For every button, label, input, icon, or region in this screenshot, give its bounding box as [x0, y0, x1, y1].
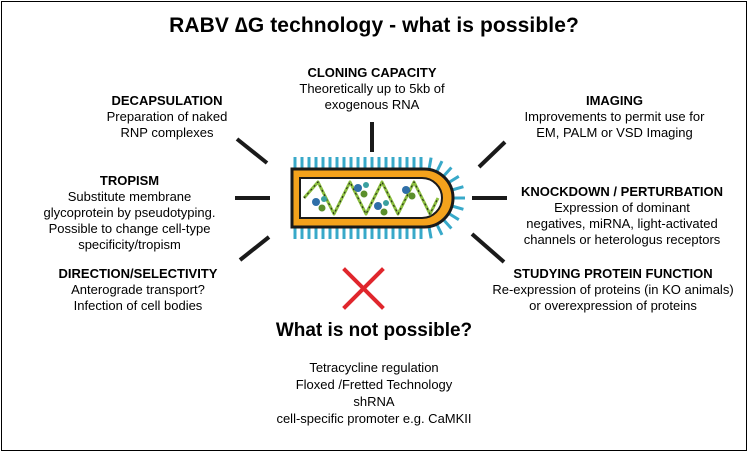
direction-heading: DIRECTION/SELECTIVITY	[58, 266, 218, 281]
not-possible-heading: What is not possible?	[275, 320, 473, 341]
tropism-heading: TROPISM	[99, 173, 160, 188]
knockdown-text: Expression of dominant negatives, miRNA,…	[523, 200, 721, 247]
spike	[451, 185, 464, 192]
not-possible-item: Floxed /Fretted Technology	[295, 377, 453, 392]
decapsulation-heading: DECAPSULATION	[111, 93, 223, 108]
not-possible-item: Tetracycline regulation	[309, 360, 439, 375]
spike	[442, 166, 453, 178]
not-possible-list: Tetracycline regulation Floxed /Fretted …	[2, 359, 746, 427]
connector-upper-left	[235, 137, 269, 165]
protein-heading: STUDYING PROTEIN FUNCTION	[513, 266, 713, 281]
connector-lower-left	[238, 235, 271, 262]
block-protein-function: STUDYING PROTEIN FUNCTION Re-expression …	[482, 266, 744, 314]
block-decapsulation: DECAPSULATION Preparation of naked RNP c…	[62, 93, 272, 141]
not-possible-item: cell-specific promoter e.g. CaMKII	[276, 411, 472, 426]
spike	[447, 175, 460, 184]
block-tropism: TROPISM Substitute membrane glycoprotein…	[22, 173, 237, 253]
protein-clusters	[312, 182, 416, 216]
imaging-heading: IMAGING	[585, 93, 644, 108]
imaging-text: Improvements to permit use for EM, PALM …	[524, 109, 705, 140]
not-possible-item: shRNA	[353, 394, 395, 409]
protein-text: Re-expression of proteins (in KO animals…	[492, 282, 734, 313]
knockdown-heading: KNOCKDOWN / PERTURBATION	[521, 184, 723, 199]
cloning-text: Theoretically up to 5kb of exogenous RNA	[299, 81, 445, 112]
block-imaging: IMAGING Improvements to permit use for E…	[497, 93, 732, 141]
connector-upper-right	[477, 140, 507, 169]
block-knockdown: KNOCKDOWN / PERTURBATION Expression of d…	[502, 184, 742, 248]
connector-lower-right	[470, 232, 506, 264]
glycoprotein-spikes	[293, 157, 465, 239]
spike	[435, 223, 444, 236]
connector-lines	[235, 122, 507, 264]
spike	[447, 212, 460, 221]
block-cloning-capacity: CLONING CAPACITY Theoretically up to 5kb…	[252, 65, 492, 113]
spike	[427, 157, 433, 170]
spike	[451, 204, 464, 211]
spike	[435, 160, 444, 173]
direction-text: Anterograde transport? Infection of cell…	[71, 282, 205, 313]
virion-icon	[290, 157, 465, 239]
block-direction-selectivity: DIRECTION/SELECTIVITY Anterograde transp…	[22, 266, 254, 314]
tropism-text: Substitute membrane glycoprotein by pseu…	[43, 189, 216, 252]
spike	[442, 218, 453, 230]
rna-strand-inner	[303, 180, 439, 216]
cross-icon	[342, 267, 385, 310]
spike	[427, 226, 433, 239]
cloning-heading: CLONING CAPACITY	[307, 65, 437, 80]
decapsulation-text: Preparation of naked RNP complexes	[106, 109, 228, 140]
diagram-title: RABV ∆G technology - what is possible?	[169, 14, 579, 37]
